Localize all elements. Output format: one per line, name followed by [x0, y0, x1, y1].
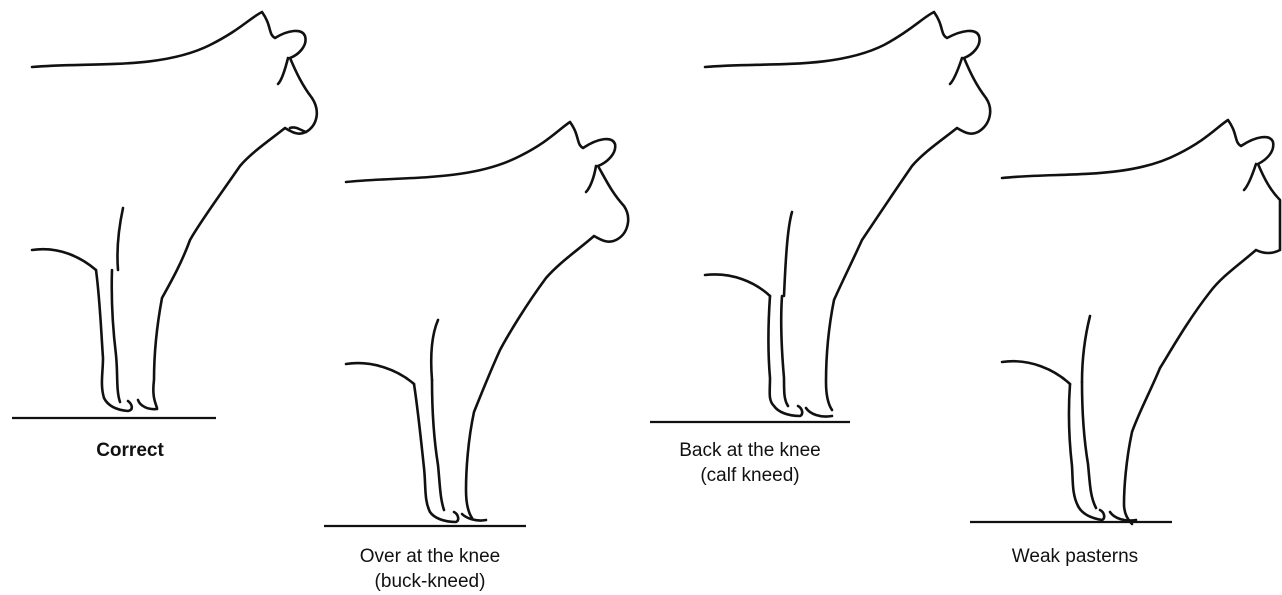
calf-calf-kneed-illustration	[705, 12, 990, 417]
calf-correct-illustration	[32, 12, 317, 411]
caption-correct-line-1: Correct	[65, 438, 195, 463]
calf-weak-pasterns-illustration	[1002, 120, 1280, 524]
calf-buck-kneed-illustration	[346, 122, 628, 522]
caption-back-at-the-knee-line-1: Back at the knee	[650, 438, 850, 463]
caption-back-at-the-knee-line-2: (calf kneed)	[650, 463, 850, 488]
caption-weak-pasterns: Weak pasterns	[975, 544, 1175, 569]
caption-over-at-the-knee-line-1: Over at the knee	[330, 544, 530, 569]
caption-correct: Correct	[65, 438, 195, 463]
caption-over-at-the-knee-line-2: (buck-kneed)	[330, 569, 530, 594]
caption-weak-pasterns-line-1: Weak pasterns	[975, 544, 1175, 569]
caption-back-at-the-knee: Back at the knee (calf kneed)	[650, 438, 850, 488]
caption-over-at-the-knee: Over at the knee (buck-kneed)	[330, 544, 530, 594]
